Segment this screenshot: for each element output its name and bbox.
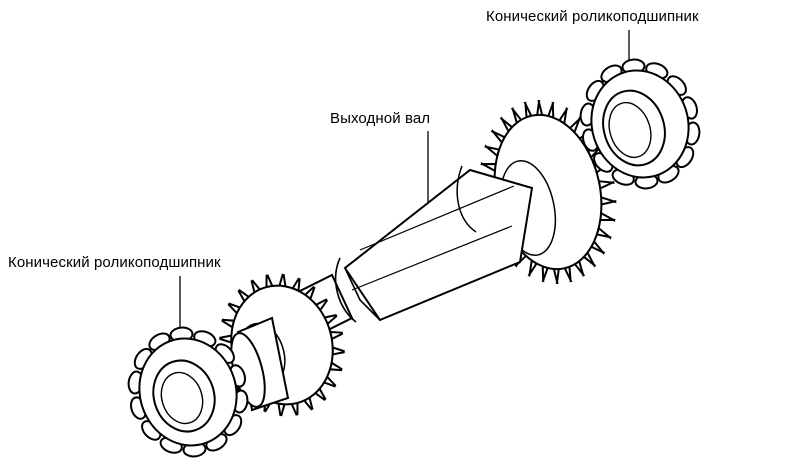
label-output-shaft: Выходной вал	[330, 110, 431, 127]
bearing-top-right	[579, 58, 701, 190]
large-gear-tooth	[600, 195, 617, 206]
stub-shaft	[230, 316, 290, 412]
label-bottom-bearing: Конический роликоподшипник	[8, 254, 221, 271]
small-gear-tooth	[331, 346, 345, 356]
small-gear-tooth	[219, 334, 233, 344]
large-gear-tooth	[480, 161, 497, 173]
bearing-bottom-left	[127, 326, 249, 458]
large-gear-tooth	[599, 211, 616, 223]
large-gear-tooth	[536, 99, 544, 117]
large-gear-tooth	[552, 267, 560, 285]
label-top-bearing: Конический роликоподшипник	[486, 8, 699, 25]
large-gear-tooth	[597, 180, 615, 190]
